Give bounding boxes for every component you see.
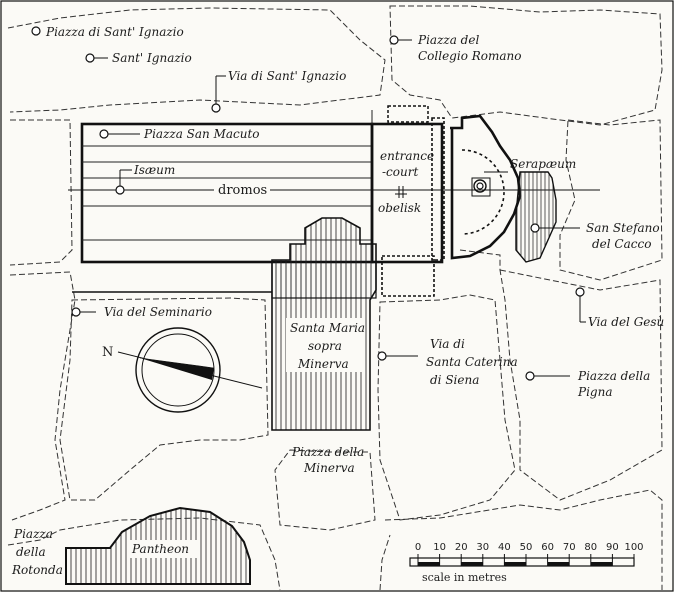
label-piazza-san-macuto: Piazza San Macuto <box>143 127 260 141</box>
label-piazza-collegio-romano-1: Piazza del <box>417 33 479 47</box>
label-dromos: dromos <box>218 183 267 198</box>
label-piazza-collegio-romano-2: Collegio Romano <box>418 49 522 63</box>
scale-tick-label: 70 <box>563 542 576 553</box>
scale-tick-label: 60 <box>541 542 554 553</box>
label-pantheon: Pantheon <box>131 542 189 556</box>
label-serapaeum: Serapæum <box>510 157 576 171</box>
leaders <box>31 26 586 381</box>
label-via-santa-caterina-3: di Siena <box>430 373 479 387</box>
iseum-complex <box>68 110 600 264</box>
scale-segment <box>504 562 526 566</box>
scale-tick-label: 90 <box>606 542 619 553</box>
colonnade <box>381 105 445 297</box>
label-piazza-rotonda-2: della <box>16 545 46 559</box>
scale-tick-label: 20 <box>455 542 468 553</box>
label-via-sant-ignazio: Via di Sant' Ignazio <box>228 69 346 83</box>
scale-tick-label: 10 <box>433 542 446 553</box>
label-san-stefano-1: San Stefano <box>586 221 660 235</box>
label-entrance-court-2: -court <box>382 165 418 179</box>
map-labels: Piazza di Sant' Ignazio Sant' Ignazio Vi… <box>11 25 664 577</box>
scale-segment <box>418 562 440 566</box>
label-sant-ignazio: Sant' Ignazio <box>112 51 192 65</box>
scale-segment <box>461 562 483 566</box>
label-iseum: Isæum <box>133 163 175 177</box>
scale-segment <box>547 562 570 566</box>
label-via-del-gesu: Via del Gesù <box>588 315 664 329</box>
pantheon-building <box>65 506 251 585</box>
scale-segment <box>590 562 613 566</box>
scale-bar: 0 10 20 30 40 50 60 70 80 90 100 scale in metres <box>409 542 644 584</box>
label-santa-maria-2: sopra <box>308 339 342 353</box>
label-san-stefano-2: del Cacco <box>592 237 651 251</box>
scale-tick-label: 100 <box>624 542 643 553</box>
label-piazza-minerva-1: Piazza della <box>291 445 364 459</box>
label-via-santa-caterina-1: Via di <box>430 337 465 351</box>
scale-tick-label: 40 <box>498 542 511 553</box>
scale-caption: scale in metres <box>422 571 507 584</box>
label-piazza-minerva-2: Minerva <box>303 461 355 475</box>
label-santa-maria-3: Minerva <box>297 357 349 371</box>
label-via-del-seminario: Via del Seminario <box>104 305 212 319</box>
scale-tick-label: 50 <box>520 542 533 553</box>
serapaeum-building <box>450 114 557 263</box>
scale-tick-label: 80 <box>584 542 597 553</box>
scale-tick-label: 30 <box>476 542 489 553</box>
label-obelisk: obelisk <box>378 201 421 215</box>
label-piazza-rotonda-1: Piazza <box>13 527 53 541</box>
label-santa-maria-1: Santa Maria <box>290 321 365 335</box>
scale-tick-label: 0 <box>415 542 421 553</box>
label-piazza-pigna-1: Piazza della <box>577 369 650 383</box>
compass-rose <box>117 327 263 413</box>
label-north: N <box>102 345 113 360</box>
obelisk-marker <box>395 186 407 198</box>
label-entrance-court-1: entrance <box>380 149 434 163</box>
label-piazza-rotonda-3: Rotonda <box>11 563 63 577</box>
label-piazza-pigna-2: Pigna <box>577 385 612 399</box>
label-via-santa-caterina-2: Santa Caterina <box>426 355 518 369</box>
label-piazza-sant-ignazio: Piazza di Sant' Ignazio <box>45 25 184 39</box>
